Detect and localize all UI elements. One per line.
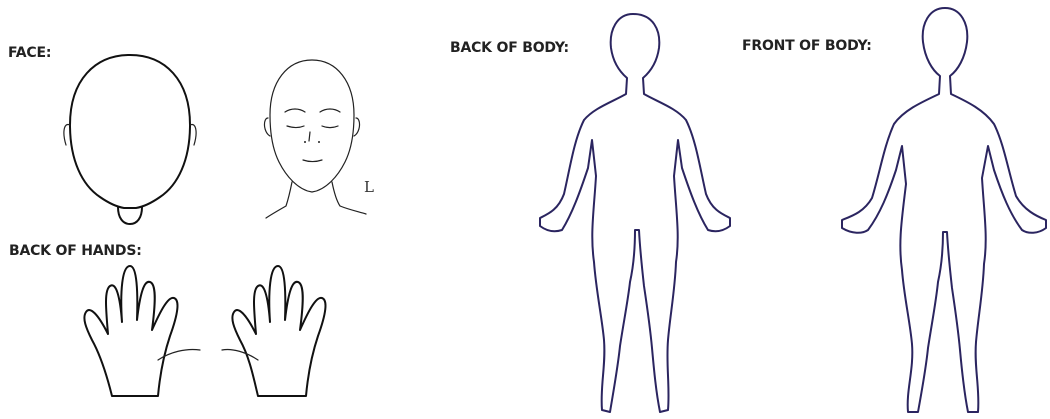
left-side-mark: L: [364, 178, 374, 196]
hand-right-outline: [222, 266, 325, 396]
head-back-outline: [64, 55, 196, 224]
hand-left-outline: [84, 266, 200, 396]
head-front-outline: L: [264, 60, 374, 218]
back-of-body-figure: [540, 14, 730, 412]
front-of-body-figure: [842, 8, 1046, 412]
